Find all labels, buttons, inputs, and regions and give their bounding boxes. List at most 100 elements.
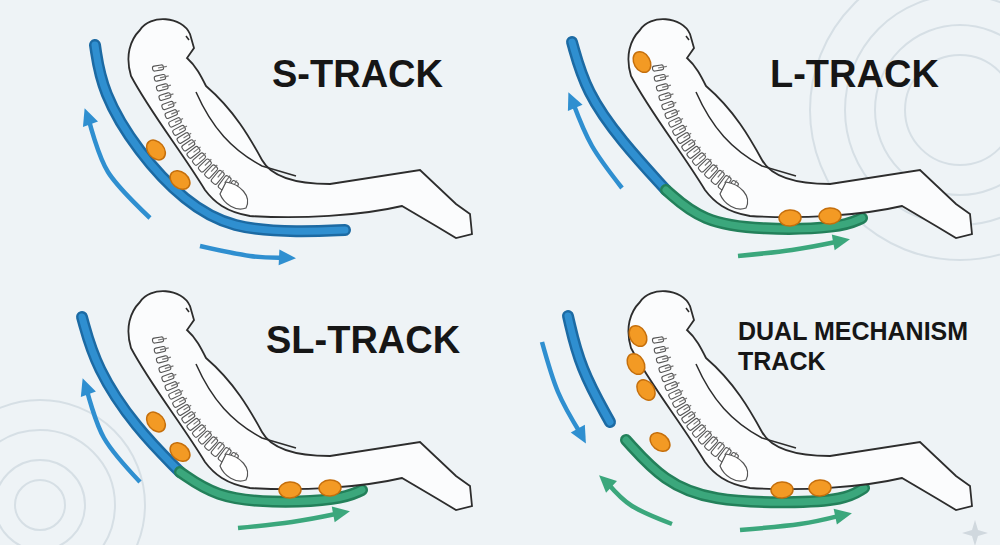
deco-star <box>962 520 988 545</box>
spinous-process <box>665 94 674 97</box>
spinous-process <box>711 437 717 444</box>
arm-outline <box>696 364 796 448</box>
massage-roller <box>626 322 651 349</box>
massage-roller <box>819 207 842 224</box>
spinous-process <box>679 398 687 402</box>
spinous-process <box>711 165 717 172</box>
spinous-process <box>684 405 692 410</box>
spinous-process <box>688 140 695 145</box>
spinous-process <box>168 374 176 377</box>
motion-arrow <box>89 120 150 218</box>
massage-roller <box>624 350 649 377</box>
spinous-process <box>179 126 187 130</box>
spinous-process <box>693 419 700 425</box>
spinous-process <box>693 147 700 153</box>
spinous-process <box>684 133 692 138</box>
spinous-process <box>184 133 192 138</box>
spinous-process <box>158 338 167 340</box>
spinous-process <box>218 442 224 449</box>
arrow-head <box>832 235 850 251</box>
spinous-process <box>658 66 667 68</box>
massage-roller <box>319 479 342 496</box>
spinous-process <box>688 412 695 417</box>
spinous-process <box>171 383 179 386</box>
eye <box>686 308 689 312</box>
human-outline <box>128 19 472 238</box>
spinous-process <box>705 159 711 165</box>
spinous-process <box>193 147 200 153</box>
track-label: SL-TRACK <box>266 318 460 364</box>
spinous-process <box>668 374 676 377</box>
spinous-process <box>168 102 176 105</box>
massage-roller <box>809 479 832 496</box>
motion-arrow <box>738 241 838 256</box>
spinous-process <box>188 412 195 417</box>
track-rail-outline <box>568 316 610 422</box>
spinous-process <box>671 383 679 386</box>
track-panel <box>568 19 972 256</box>
motion-arrow <box>573 103 622 188</box>
massage-roller <box>779 209 802 226</box>
deco-circle <box>15 480 65 530</box>
arrow-head <box>279 249 296 265</box>
spinous-process <box>175 118 183 122</box>
massage-roller <box>633 376 659 403</box>
motion-arrow <box>608 483 672 524</box>
massage-roller <box>166 167 193 193</box>
spinous-process <box>205 431 211 437</box>
spinous-process <box>211 437 217 444</box>
spinous-process <box>662 357 671 359</box>
deco-circle <box>0 460 85 545</box>
spinous-process <box>199 153 206 159</box>
spinous-process <box>205 159 211 165</box>
spinous-process <box>171 111 179 114</box>
eye <box>186 36 189 40</box>
massage-roller <box>279 481 302 498</box>
spinous-process <box>675 390 683 394</box>
arrow-head <box>834 509 852 525</box>
track-label: S-TRACK <box>272 52 443 98</box>
motion-arrow <box>238 513 338 528</box>
deco-circle <box>875 25 1000 195</box>
sacrum <box>720 454 748 481</box>
spinous-process <box>218 170 224 177</box>
spinous-process <box>162 85 171 87</box>
spinous-process <box>158 66 167 68</box>
spinous-process <box>718 170 724 177</box>
arrow-head <box>568 92 583 111</box>
spinous-process <box>184 405 192 410</box>
arm-outline <box>196 92 296 176</box>
spinous-process <box>660 348 669 350</box>
massage-roller <box>646 429 673 455</box>
track-label: DUAL MECHANISM TRACK <box>738 316 988 376</box>
arrow-head <box>571 425 586 444</box>
spinous-process <box>193 419 200 425</box>
track-panel <box>83 19 472 265</box>
spinous-process <box>160 348 169 350</box>
spinous-process <box>160 76 169 78</box>
motion-arrow <box>87 390 140 482</box>
human-outline <box>128 291 472 510</box>
spinous-process <box>662 85 671 87</box>
arrow-head <box>81 378 96 397</box>
massage-roller <box>143 408 169 435</box>
spinous-process <box>699 425 706 431</box>
spinous-process <box>705 431 711 437</box>
arm-outline <box>196 364 296 448</box>
deco-circle <box>0 400 145 545</box>
deco-circle <box>0 430 115 545</box>
eye <box>686 36 689 40</box>
spinous-process <box>188 140 195 145</box>
spinous-process <box>211 165 217 172</box>
spinous-process <box>165 94 174 97</box>
spinous-process <box>199 425 206 431</box>
arm-outline <box>696 92 796 176</box>
spinous-process <box>162 357 171 359</box>
spinous-process <box>179 398 187 402</box>
spinous-process <box>668 102 676 105</box>
sacrum <box>720 182 748 209</box>
eye <box>186 308 189 312</box>
massage-roller <box>630 48 655 75</box>
